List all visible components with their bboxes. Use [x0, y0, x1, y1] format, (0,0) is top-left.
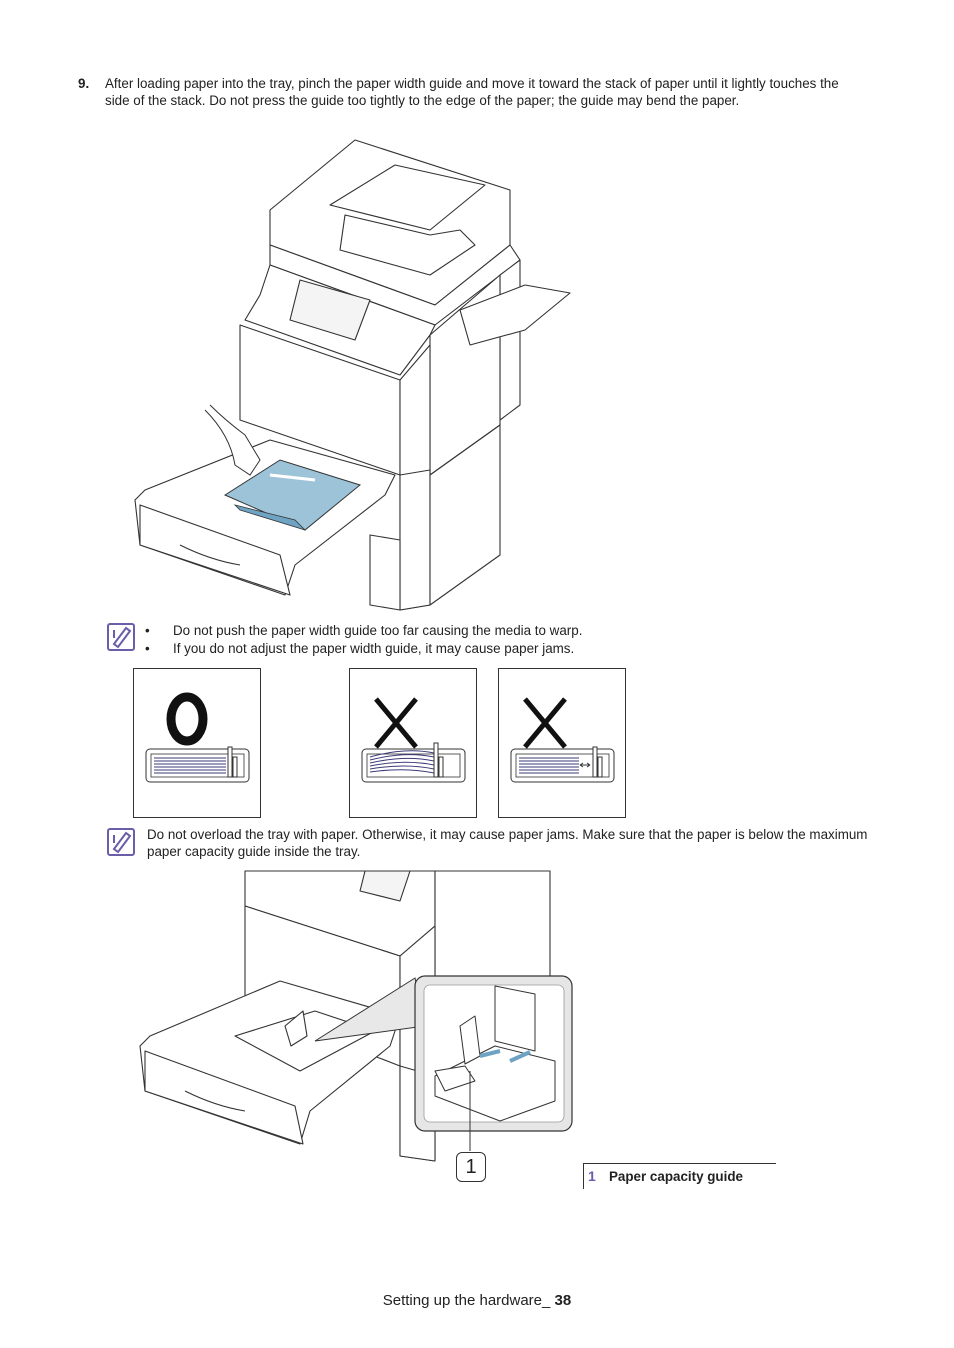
- footer-text: Setting up the hardware_: [382, 1292, 555, 1309]
- example-gap: [498, 668, 626, 818]
- note-icon: [107, 623, 135, 651]
- legend-number: 1: [588, 1168, 596, 1184]
- note-icon: [107, 828, 135, 856]
- legend-rule: [583, 1163, 776, 1164]
- example-warped: [349, 668, 477, 818]
- callout-number: 1: [456, 1152, 486, 1182]
- legend-label: Paper capacity guide: [609, 1169, 743, 1184]
- note-bullet: • If you do not adjust the paper width g…: [145, 640, 575, 656]
- note-bullet-list: • Do not push the paper width guide too …: [145, 622, 582, 657]
- page-number: 38: [554, 1292, 572, 1309]
- legend-tick: [583, 1163, 584, 1189]
- note-overload-text: Do not overload the tray with paper. Oth…: [147, 827, 868, 859]
- step-number: 9.: [78, 76, 90, 91]
- page-footer: Setting up the hardware_ 38: [0, 1292, 954, 1309]
- example-correct: [133, 668, 261, 818]
- note-bullet: • Do not push the paper width guide too …: [145, 623, 583, 638]
- printer-tray-illustration: [134, 139, 571, 611]
- step-text: After loading paper into the tray, pinch…: [105, 76, 839, 108]
- tray-capacity-illustration: [139, 870, 573, 1162]
